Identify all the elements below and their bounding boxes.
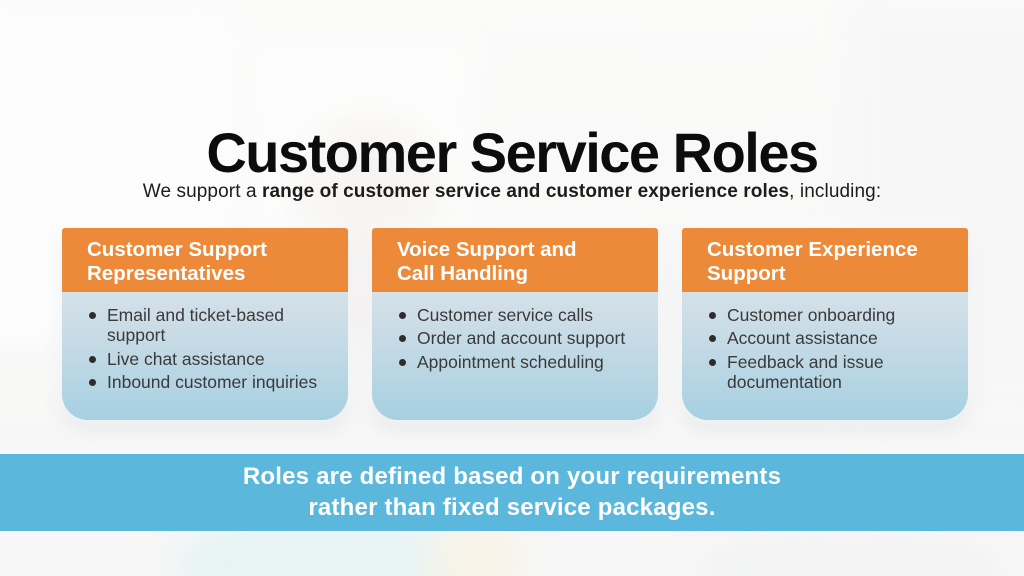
card-body: Customer onboarding Account assistance F…: [682, 292, 968, 420]
card-title-line: Customer Support: [87, 238, 267, 261]
background-desk-shape: [700, 535, 1000, 576]
page-subtitle: We support a range of customer service a…: [0, 181, 1024, 203]
card-header: Customer Support Representatives: [62, 228, 348, 292]
subtitle-emphasis: range of customer service and customer e…: [262, 181, 790, 202]
card-bullet-list: Email and ticket-based support Live chat…: [86, 305, 338, 392]
card-title-line: Voice Support and: [397, 238, 577, 261]
list-item: Account assistance: [706, 328, 958, 348]
role-cards-row: Customer Support Representatives Email a…: [62, 228, 968, 420]
subtitle-suffix: , including:: [789, 181, 882, 202]
list-item: Customer service calls: [396, 305, 648, 325]
page-title: Customer Service Roles: [206, 120, 819, 184]
card-title-line: Support: [707, 261, 786, 285]
footer-banner: Roles are defined based on your requirem…: [0, 454, 1024, 531]
list-item: Feedback and issue documentation: [706, 352, 958, 393]
banner-line: rather than fixed service packages.: [308, 493, 716, 521]
card-customer-support-representatives: Customer Support Representatives Email a…: [62, 228, 348, 420]
list-item: Appointment scheduling: [396, 352, 648, 372]
list-item: Live chat assistance: [86, 349, 338, 369]
list-item: Customer onboarding: [706, 305, 958, 325]
card-voice-support-call-handling: Voice Support and Call Handling Customer…: [372, 228, 658, 420]
list-item: Order and account support: [396, 328, 648, 348]
banner-line: Roles are defined based on your requirem…: [242, 463, 782, 491]
card-customer-experience-support: Customer Experience Support Customer onb…: [682, 228, 968, 420]
card-body: Customer service calls Order and account…: [372, 292, 658, 420]
background-desk-shape: [425, 528, 525, 576]
card-body: Email and ticket-based support Live chat…: [62, 292, 348, 420]
card-title-line: Call Handling: [397, 261, 528, 285]
card-header: Voice Support and Call Handling: [372, 228, 658, 292]
card-title-line: Customer Experience: [707, 238, 918, 261]
list-item: Inbound customer inquiries: [86, 372, 338, 392]
card-bullet-list: Customer service calls Order and account…: [396, 305, 648, 372]
list-item: Email and ticket-based support: [86, 305, 338, 346]
card-bullet-list: Customer onboarding Account assistance F…: [706, 305, 958, 392]
card-title-line: Representatives: [87, 261, 246, 285]
card-header: Customer Experience Support: [682, 228, 968, 292]
subtitle-prefix: We support a: [142, 181, 262, 202]
